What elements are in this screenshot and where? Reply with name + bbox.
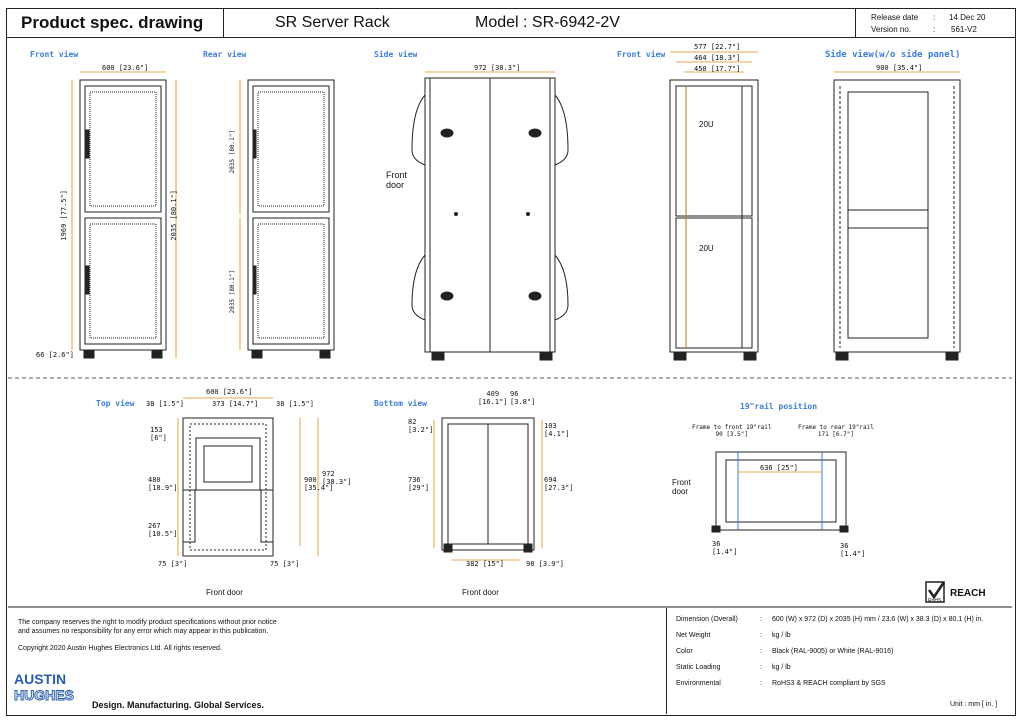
label-front-door-top: Front door — [206, 588, 243, 597]
spec-value: kg / lb — [772, 632, 791, 639]
bottom-view-plan — [441, 417, 535, 553]
label-front-view: Front view — [30, 50, 79, 59]
model-number: Model : SR-6942-2V — [475, 14, 620, 31]
label-bottom-view: Bottom view — [374, 399, 427, 408]
dim-bot-694: 694 [27.3"] — [544, 476, 574, 492]
rear-view-rack — [247, 79, 335, 359]
release-colon: : — [933, 13, 936, 22]
release-value: 14 Dec 20 — [949, 13, 986, 22]
dim-side2-depth: 900 [35.4"] — [876, 64, 923, 72]
version-value: 561-V2 — [951, 25, 977, 34]
unit-label: Unit : mm [ in. ] — [950, 701, 998, 708]
dim-rail-front: Frame to front 19"rail 90 [3.5"] — [692, 424, 772, 438]
version-label: Version no. — [871, 25, 912, 34]
dim-rail-36a: 36 [1.4"] — [712, 540, 738, 556]
spec-colon: : — [760, 648, 762, 655]
dim-bot-409: 409 [16.1"] — [478, 390, 508, 406]
dim-top-width: 600 [23.6"] — [206, 388, 253, 396]
dim-front2-w3: 450 [17.7"] — [694, 65, 741, 73]
dim-bot-382: 382 [15"] — [466, 560, 504, 568]
side-view-open-rack — [833, 79, 961, 361]
dim-bot-96: 96 [3.8"] — [510, 390, 536, 406]
front-view-rack — [79, 79, 167, 359]
dim-rail-636: 636 [25"] — [760, 464, 798, 472]
dim-top-c: 38 [1.5"] — [276, 400, 314, 408]
dim-top-900: 900 [35.4"] — [304, 476, 334, 492]
label-front-door-side: Front door — [386, 170, 408, 190]
spec-label: Static Loading — [676, 664, 721, 671]
dim-top-75a: 75 [3"] — [158, 560, 188, 568]
label-20u-bottom: 20U — [699, 244, 714, 253]
spec-value: RoHS3 & REACH compliant by SGS — [772, 680, 886, 687]
release-label: Release date — [871, 13, 919, 22]
dim-rail-rear: Frame to rear 19"rail 171 [6.7"] — [798, 424, 874, 438]
tagline: Design. Manufacturing. Global Services. — [92, 700, 265, 710]
dim-top-75b: 75 [3"] — [270, 560, 300, 568]
dim-bot-736: 736 [29"] — [408, 476, 430, 492]
spec-label: Color — [676, 648, 693, 655]
dim-top-480: 480 [18.9"] — [148, 476, 178, 492]
label-front-view-2: Front view — [617, 50, 666, 59]
dim-front2-w1: 577 [22.7"] — [694, 43, 741, 51]
spec-colon: : — [760, 632, 762, 639]
spec-label: Net Weight — [676, 632, 711, 639]
spec-value: 600 (W) x 972 (D) x 2035 (H) mm / 23.6 (… — [772, 616, 984, 623]
dim-front-width: 600 [23.6"] — [102, 64, 149, 72]
dim-top-b: 373 [14.7"] — [212, 400, 259, 408]
spec-label: Environmental — [676, 680, 721, 687]
product-name: SR Server Rack — [275, 14, 390, 31]
spec-label: Dimension (Overall) — [676, 616, 738, 623]
spec-colon: : — [760, 616, 762, 623]
label-front-door-bottom: Front door — [462, 588, 499, 597]
dim-rail-36b: 36 [1.4"] — [840, 542, 866, 558]
spec-colon: : — [760, 680, 762, 687]
dim-front-height-1: 1969 [77.5"] — [60, 190, 68, 241]
title-block: Product spec. drawing SR Server Rack Mod… — [7, 9, 1015, 38]
logo-hughes: HUGHES — [14, 687, 75, 703]
label-side-view: Side view — [374, 50, 418, 59]
dim-front-foot: 66 [2.6"] — [36, 351, 74, 359]
version-colon: : — [933, 25, 936, 34]
dim-top-972: 972 [38.3"] — [322, 470, 352, 486]
label-rail-position: 19"rail position — [740, 402, 818, 411]
label-20u-top: 20U — [699, 120, 714, 129]
dim-rear-height-1: 2035 [80.1"] — [229, 130, 236, 174]
copyright-text: Copyright 2020 Austin Hughes Electronics… — [18, 645, 222, 652]
rohs-label: RoHS — [928, 598, 942, 604]
label-rear-view: Rear view — [203, 50, 247, 59]
disclaimer-text: The company reserves the right to modify… — [18, 619, 277, 635]
dim-top-a: 38 [1.5"] — [146, 400, 184, 408]
dim-front2-w2: 464 [18.3"] — [694, 54, 741, 62]
side-view-rack — [411, 77, 569, 361]
front-view-2-rack — [669, 79, 759, 361]
dim-side-depth: 972 [38.3"] — [474, 64, 521, 72]
reach-badge — [925, 581, 946, 603]
dim-bot-103: 103 [4.1"] — [544, 422, 570, 438]
doc-type: Product spec. drawing — [21, 13, 204, 32]
label-top-view: Top view — [96, 399, 135, 408]
rail-position-plan — [711, 451, 849, 533]
spec-colon: : — [760, 664, 762, 671]
dim-top-153: 153 [6"] — [150, 426, 167, 442]
label-side-view-no-panel: Side view(w/o side panel) — [825, 50, 961, 60]
dim-bot-82: 82 [3.2"] — [408, 418, 434, 434]
spec-value: Black (RAL-9005) or White (RAL-9016) — [772, 648, 894, 655]
reach-label: REACH — [950, 588, 986, 599]
spec-value: kg / lb — [772, 664, 791, 671]
drawing-frame: Product spec. drawing SR Server Rack Mod… — [6, 8, 1016, 716]
dim-rear-height-2: 2035 [80.1"] — [229, 270, 236, 314]
dim-top-267: 267 [10.5"] — [148, 522, 178, 538]
dim-bot-98: 98 [3.9"] — [526, 560, 564, 568]
dim-front-height-2: 2035 [80.1"] — [170, 190, 178, 241]
logo-austin: AUSTIN — [14, 671, 67, 687]
label-front-door-rail: Front door — [672, 478, 691, 496]
top-view-plan — [182, 417, 274, 557]
